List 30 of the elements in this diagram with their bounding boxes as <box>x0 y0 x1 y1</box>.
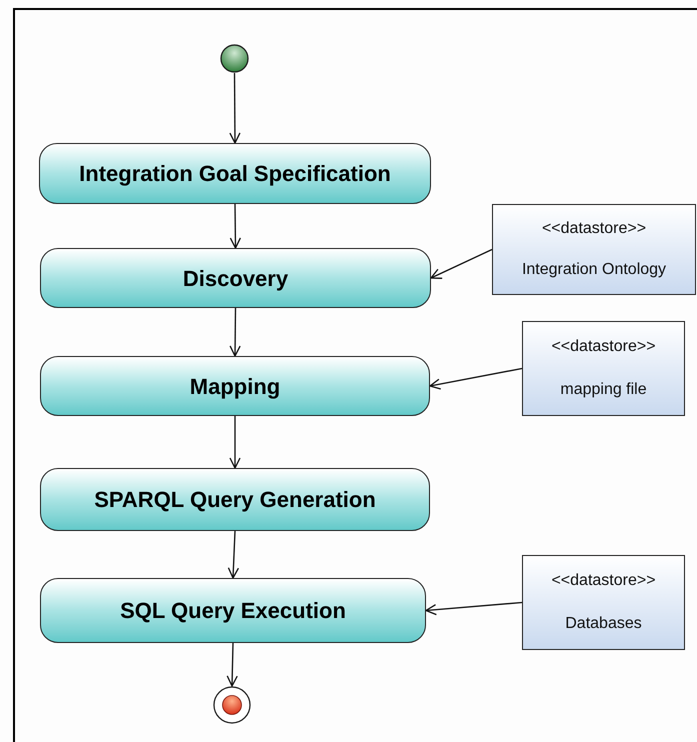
activity-box <box>40 248 431 308</box>
activity-label: SPARQL Query Generation <box>94 486 376 514</box>
activity-label: Discovery <box>182 264 288 293</box>
activity-box <box>40 468 430 531</box>
datastore-box <box>522 555 685 650</box>
end-node <box>213 686 251 724</box>
datastore-name: mapping file <box>560 380 647 400</box>
start-node <box>220 44 249 73</box>
datastore-box <box>492 204 696 295</box>
activity-box <box>40 356 430 416</box>
activity-box <box>39 143 431 204</box>
datastore-name: Databases <box>565 614 642 634</box>
stereotype-label: <<datastore>> <box>551 571 656 592</box>
arrow <box>429 368 522 390</box>
activity-label: Integration Goal Specification <box>79 160 391 188</box>
arrow <box>229 308 241 357</box>
stereotype-label: <<datastore>> <box>542 219 646 240</box>
datastore-box <box>522 321 685 416</box>
stereotype-label: <<datastore>> <box>551 337 656 358</box>
activity-label: SQL Query Execution <box>120 597 346 625</box>
arrow <box>226 642 238 687</box>
arrow <box>228 530 240 579</box>
arrow <box>230 204 242 249</box>
activity-label: Mapping <box>190 372 280 401</box>
datastore-name: Integration Ontology <box>522 260 666 280</box>
arrow <box>430 248 492 279</box>
activity-box <box>40 578 426 643</box>
arrow <box>425 602 522 616</box>
arrow <box>229 416 241 469</box>
arrow <box>229 73 241 144</box>
